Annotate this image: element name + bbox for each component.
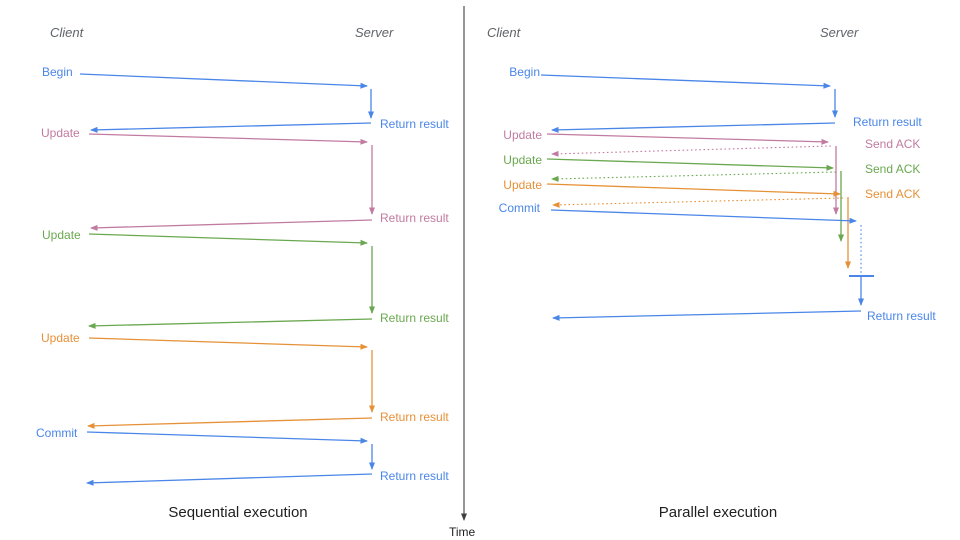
seq-begin-label: Begin (42, 65, 73, 79)
time-axis: Time (449, 6, 476, 539)
seq-begin-request-line (79, 73, 368, 89)
seq-msg-update2: Update Return result (42, 228, 449, 329)
par-update1-ack-line (551, 145, 832, 157)
par-update2-label: Update (503, 153, 542, 167)
seq-update1-response-label: Return result (380, 211, 449, 225)
par-begin-request-line (540, 74, 831, 89)
seq-msg-update3: Update Return result (41, 331, 449, 429)
seq-update2-response-label: Return result (380, 311, 449, 325)
par-client-header: Client (487, 25, 522, 40)
par-commit-label: Commit (499, 201, 541, 215)
seq-commit-response-label: Return result (380, 469, 449, 483)
par-server-header: Server (820, 25, 859, 40)
par-msg-begin: Begin Return result (509, 65, 922, 133)
time-axis-label: Time (449, 525, 476, 539)
seq-begin-response-label: Return result (380, 117, 449, 131)
par-update3-request-line (546, 183, 841, 197)
seq-update1-request-line (88, 133, 368, 145)
par-begin-response-label: Return result (853, 115, 922, 129)
seq-update3-request-line (88, 337, 368, 350)
par-update3-ack-line (552, 197, 844, 208)
seq-update3-response-line (87, 417, 373, 429)
seq-update2-label: Update (42, 228, 81, 242)
seq-client-header: Client (50, 25, 85, 40)
parallel-panel: Client Server Begin Return result Update… (487, 25, 936, 521)
seq-update1-label: Update (41, 126, 80, 140)
seq-begin-response-line (90, 122, 372, 133)
seq-msg-begin: Begin Return result (42, 65, 449, 133)
par-update2-request-line (546, 158, 834, 171)
par-msg-update2: Update Send ACK (503, 153, 920, 242)
sequential-panel: Client Server Begin Return result Update… (36, 25, 449, 521)
par-update2-ack-label: Send ACK (865, 162, 920, 176)
parallel-panel-title: Parallel execution (659, 504, 777, 521)
par-msg-update1: Update Send ACK (503, 128, 920, 215)
par-commit-response-label: Return result (867, 309, 936, 323)
par-msg-commit: Commit Return result (499, 201, 937, 323)
seq-commit-response-line (86, 473, 373, 486)
par-update2-ack-line (551, 171, 837, 182)
seq-update3-label: Update (41, 331, 80, 345)
par-commit-request-line (550, 209, 857, 224)
seq-commit-label: Commit (36, 426, 78, 440)
par-commit-response-line (552, 310, 862, 321)
seq-update2-request-line (88, 233, 368, 246)
seq-update3-response-label: Return result (380, 410, 449, 424)
par-update1-request-line (546, 133, 829, 145)
par-update1-label: Update (503, 128, 542, 142)
par-update3-ack-label: Send ACK (865, 187, 920, 201)
seq-msg-update1: Update Return result (41, 126, 449, 231)
seq-update1-response-line (90, 219, 373, 231)
par-begin-label: Begin (509, 65, 540, 79)
seq-server-header: Server (355, 25, 394, 40)
par-begin-response-line (551, 122, 836, 133)
par-update1-ack-label: Send ACK (865, 137, 920, 151)
seq-update2-response-line (88, 318, 373, 329)
seq-commit-request-line (86, 431, 368, 444)
par-update3-label: Update (503, 178, 542, 192)
seq-msg-commit: Commit Return result (36, 426, 449, 486)
sequential-panel-title: Sequential execution (168, 504, 307, 521)
par-msg-update3: Update Send ACK (503, 178, 920, 269)
